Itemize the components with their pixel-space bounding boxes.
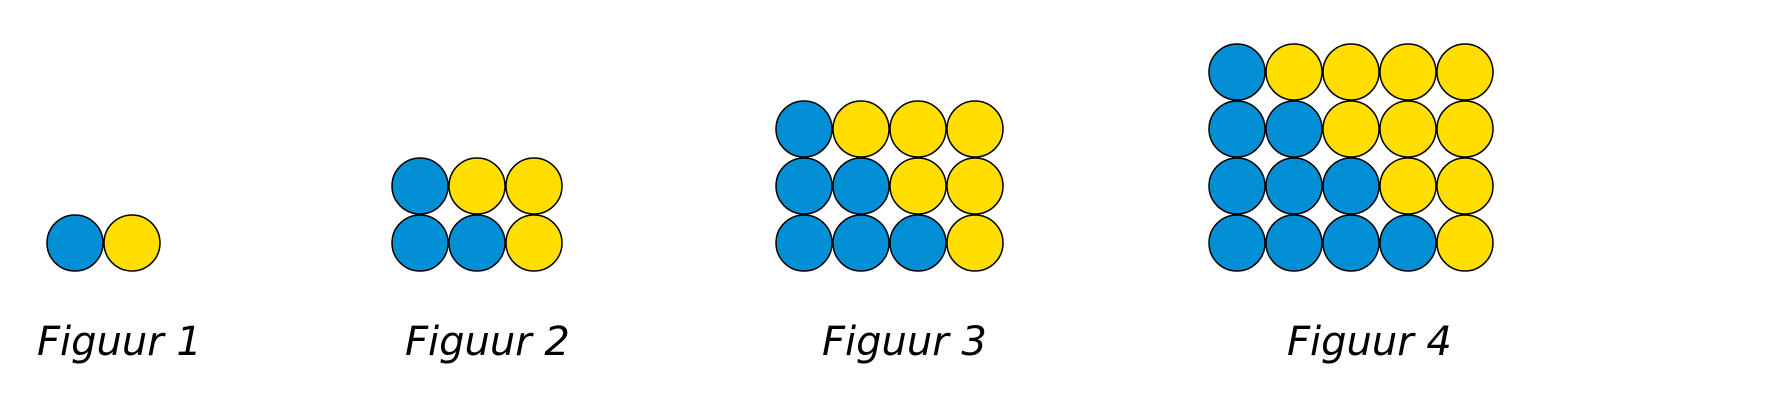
figure-3-yellow-dot	[946, 214, 1004, 272]
figure-4-yellow-dot	[1322, 43, 1380, 101]
figure-4-yellow-dot	[1379, 100, 1437, 158]
figure-3-blue-dot	[775, 157, 833, 215]
figure-3-yellow-dot	[832, 100, 890, 158]
figure-4	[1208, 43, 1494, 272]
figure-1-yellow-dot	[103, 214, 161, 272]
figure-1-blue-dot	[46, 214, 104, 272]
figure-4-blue-dot	[1265, 214, 1323, 272]
figure-4-label: Figuur 4	[1287, 319, 1452, 365]
figure-4-blue-dot	[1322, 214, 1380, 272]
figure-3-yellow-dot	[946, 157, 1004, 215]
figure-2-yellow-dot	[505, 214, 563, 272]
figure-3-blue-dot	[775, 214, 833, 272]
figure-3-label: Figuur 3	[822, 319, 987, 365]
figure-4-yellow-dot	[1436, 100, 1494, 158]
figure-4-blue-dot	[1208, 43, 1266, 101]
figure-2-blue-dot	[448, 214, 506, 272]
figure-4-yellow-dot	[1436, 43, 1494, 101]
figure-4-yellow-dot	[1265, 43, 1323, 101]
figure-1	[46, 214, 161, 272]
figure-4-yellow-dot	[1379, 157, 1437, 215]
figure-3-yellow-dot	[946, 100, 1004, 158]
figure-3-blue-dot	[889, 214, 947, 272]
figure-2-yellow-dot	[448, 157, 506, 215]
figure-3-blue-dot	[832, 214, 890, 272]
figure-2	[391, 157, 563, 272]
figure-2-label: Figuur 2	[405, 319, 570, 365]
figure-4-blue-dot	[1322, 157, 1380, 215]
figure-4-blue-dot	[1265, 157, 1323, 215]
figure-4-yellow-dot	[1322, 100, 1380, 158]
figure-4-yellow-dot	[1436, 157, 1494, 215]
figure-2-yellow-dot	[505, 157, 563, 215]
figure-4-blue-dot	[1208, 214, 1266, 272]
figure-3-yellow-dot	[889, 157, 947, 215]
figure-4-yellow-dot	[1436, 214, 1494, 272]
figure-4-blue-dot	[1208, 100, 1266, 158]
figure-1-label: Figuur 1	[37, 319, 202, 365]
figure-4-blue-dot	[1265, 100, 1323, 158]
figure-4-yellow-dot	[1379, 43, 1437, 101]
figure-2-blue-dot	[391, 157, 449, 215]
figure-2-blue-dot	[391, 214, 449, 272]
figure-4-blue-dot	[1208, 157, 1266, 215]
figure-3	[775, 100, 1004, 272]
figure-3-blue-dot	[832, 157, 890, 215]
figure-3-blue-dot	[775, 100, 833, 158]
figure-3-yellow-dot	[889, 100, 947, 158]
figure-4-blue-dot	[1379, 214, 1437, 272]
